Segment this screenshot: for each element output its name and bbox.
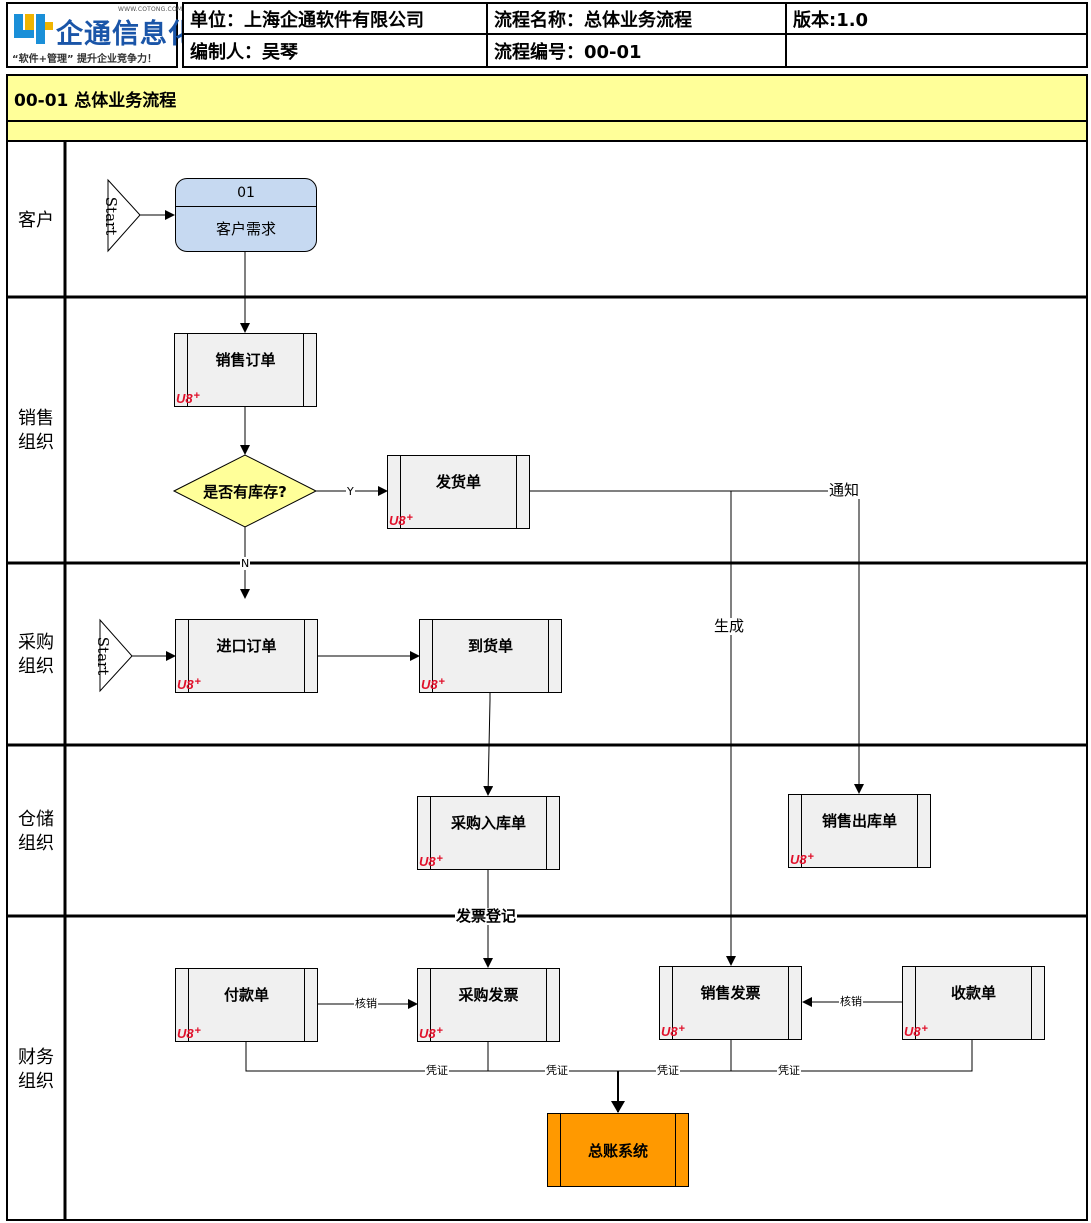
node-sales-invoice[interactable]: 销售发票 U8+ — [659, 966, 802, 1040]
edge-label-no: N — [240, 557, 251, 570]
empty-cell — [785, 33, 1088, 68]
edge-label-verify-left: 核销 — [354, 997, 378, 1010]
title-sub-bar — [6, 122, 1088, 142]
u8-logo-icon: U8+ — [421, 676, 446, 692]
swimlane-frame — [6, 142, 1088, 1221]
lane-sales: 销售组织 — [18, 408, 54, 453]
author-cell: 编制人：吴琴 — [182, 33, 488, 68]
node-decision-stock[interactable] — [174, 455, 316, 527]
logo-slogan: “软件+管理” 提升企业竞争力！ — [12, 54, 158, 65]
u8-logo-icon: U8+ — [419, 853, 444, 869]
node-label: 采购发票 — [458, 985, 519, 1004]
node-customer-need[interactable]: 01 客户需求 — [175, 178, 317, 252]
node-label: 总账系统 — [587, 1141, 648, 1160]
node-label: 销售出库单 — [821, 811, 897, 830]
u8-logo-icon: U8+ — [661, 1023, 686, 1039]
node-label: 销售订单 — [215, 350, 276, 369]
node-label: 销售发票 — [700, 983, 761, 1002]
edge-label-yes: Y — [346, 485, 355, 498]
node-label: 收款单 — [950, 983, 996, 1002]
u8-logo-icon: U8+ — [904, 1023, 929, 1039]
node-payment[interactable]: 付款单 U8+ — [175, 968, 318, 1042]
decision-label: 是否有库存? — [203, 483, 287, 501]
edge-label-generate: 生成 — [713, 617, 746, 635]
u8-logo-icon: U8+ — [389, 512, 414, 528]
node-number: 01 — [176, 179, 316, 207]
node-arrival-note[interactable]: 到货单 U8+ — [419, 619, 562, 693]
u8-logo-icon: U8+ — [790, 851, 815, 867]
node-label: 付款单 — [223, 985, 269, 1004]
node-sales-order[interactable]: 销售订单 U8+ — [174, 333, 317, 407]
edge-label-notify: 通知 — [828, 481, 861, 499]
u8-logo-icon: U8+ — [177, 676, 202, 692]
node-label: 客户需求 — [215, 220, 276, 238]
u8-logo-icon: U8+ — [176, 390, 201, 406]
node-sales-outbound[interactable]: 销售出库单 U8+ — [788, 794, 931, 868]
logo-name: 企通信息化 — [56, 19, 196, 50]
edge-label-voucher: 凭证 — [545, 1064, 569, 1077]
version-cell: 版本:1.0 — [785, 2, 1088, 35]
logo-mark-icon — [14, 14, 53, 44]
lane-customer: 客户 — [18, 209, 54, 231]
start-label-customer: Start — [102, 196, 121, 236]
edge-label-voucher: 凭证 — [777, 1064, 801, 1077]
page-title: 00-01 总体业务流程 — [6, 74, 1088, 122]
node-purchase-inbound[interactable]: 采购入库单 U8+ — [417, 796, 560, 870]
node-import-order[interactable]: 进口订单 U8+ — [175, 619, 318, 693]
node-general-ledger[interactable]: 总账系统 — [547, 1113, 689, 1187]
lane-purchase: 采购组织 — [18, 632, 54, 677]
node-label: 采购入库单 — [450, 813, 526, 832]
u8-logo-icon: U8+ — [177, 1025, 202, 1041]
lane-warehouse: 仓储组织 — [18, 808, 54, 854]
edge-label-verify-right: 核销 — [839, 995, 863, 1008]
logo-url: WWW.COTONG.COM — [118, 6, 183, 13]
start-label-purchase: Start — [94, 636, 113, 676]
company-logo: WWW.COTONG.COM 企通信息化 “软件+管理” 提升企业竞争力！ — [6, 2, 195, 68]
edge-label-voucher: 凭证 — [656, 1064, 680, 1077]
node-purchase-invoice[interactable]: 采购发票 U8+ — [417, 968, 560, 1042]
node-label: 进口订单 — [216, 636, 277, 655]
node-receipt[interactable]: 收款单 U8+ — [902, 966, 1045, 1040]
lane-finance: 财务组织 — [18, 1046, 54, 1092]
node-delivery-note[interactable]: 发货单 U8+ — [387, 455, 530, 529]
process-code-cell: 流程编号：00-01 — [486, 33, 787, 68]
process-name-cell: 流程名称：总体业务流程 — [486, 2, 787, 35]
node-label: 到货单 — [467, 636, 513, 655]
node-label: 发货单 — [435, 472, 481, 491]
edge-label-invoice-register: 发票登记 — [455, 907, 518, 925]
edge-label-voucher: 凭证 — [425, 1064, 449, 1077]
u8-logo-icon: U8+ — [419, 1025, 444, 1041]
